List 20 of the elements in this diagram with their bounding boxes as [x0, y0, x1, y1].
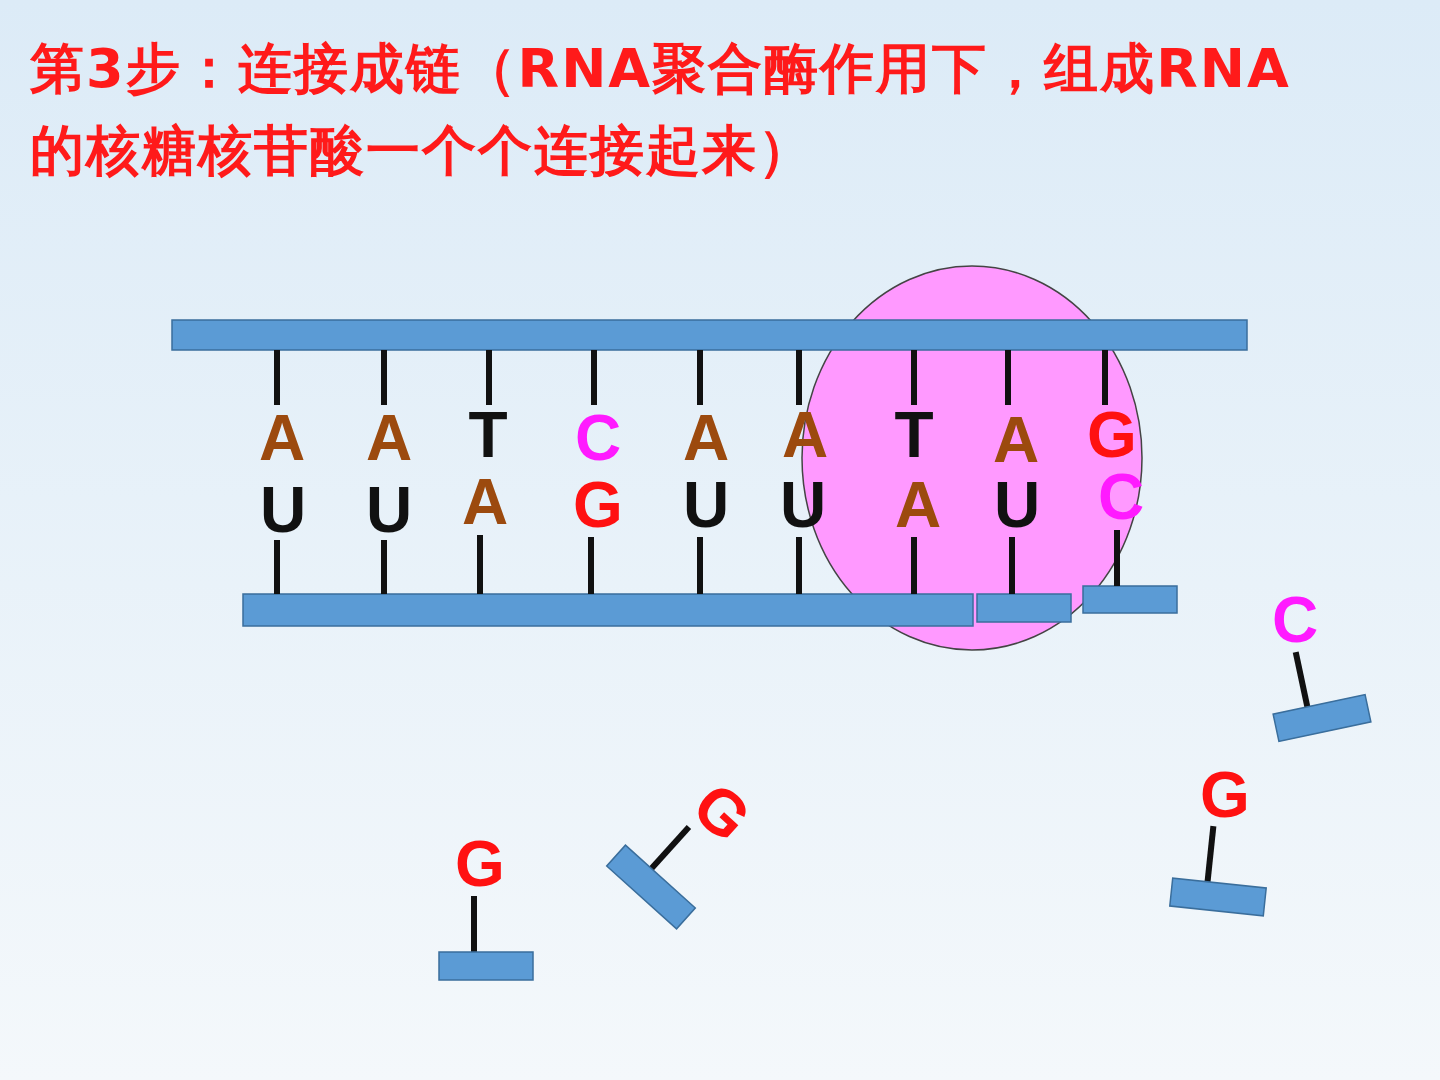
base-letter: A [258, 406, 306, 470]
base-letter: A [894, 473, 942, 537]
base-letter: C [574, 406, 622, 470]
base-letter: U [259, 478, 307, 542]
base-letter: T [468, 403, 508, 467]
base-letter: G [1087, 403, 1137, 467]
base-letter: G [1200, 763, 1250, 827]
base-letter: A [682, 406, 730, 470]
base-letter: G [682, 771, 762, 853]
title: 第3步：连接成链（RNA聚合酶作用下，组成RNA的核糖核苷酸一个个连接起来） [30, 36, 1292, 184]
base-letter: U [682, 473, 730, 537]
base-letter: G [455, 832, 505, 896]
base-letter: A [461, 470, 509, 534]
base-letter: U [993, 473, 1041, 537]
base-letter: U [365, 478, 413, 542]
base-letter: C [1271, 588, 1319, 652]
base-letter: A [992, 408, 1040, 472]
base-letter: G [573, 473, 623, 537]
base-letter: T [894, 403, 934, 467]
base-letter: A [365, 406, 413, 470]
